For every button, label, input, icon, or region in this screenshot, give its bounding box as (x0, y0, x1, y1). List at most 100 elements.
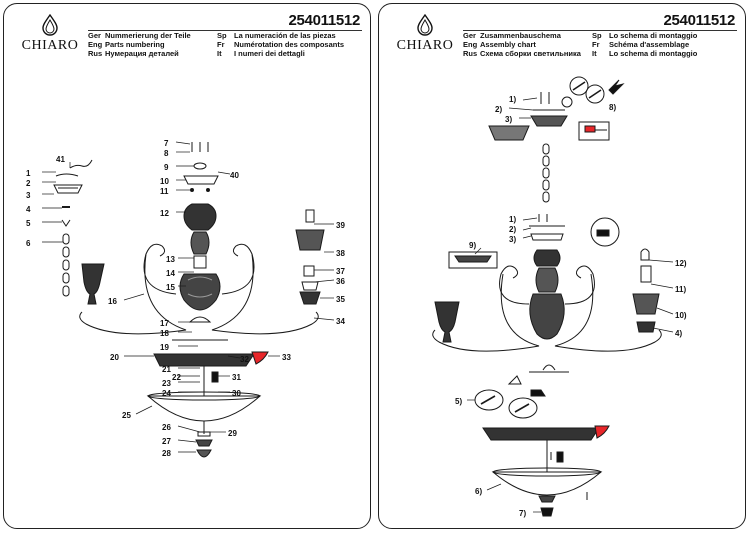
part-label: 4 (26, 205, 31, 214)
part-label: 34 (336, 317, 345, 326)
header-rule (463, 30, 737, 31)
mid-fixing (448, 214, 620, 269)
brand-name: CHIARO (21, 38, 79, 53)
brand-name: CHIARO (396, 38, 454, 53)
bottom-parts (146, 316, 269, 458)
part-label: 17 (160, 319, 169, 328)
part-label: 22 (172, 373, 181, 382)
step-label: 3) (509, 235, 516, 244)
part-label: 21 (162, 365, 171, 374)
part-label: 39 (336, 221, 345, 230)
part-label: 33 (282, 353, 291, 362)
part-label: 1 (26, 169, 31, 178)
step-label: 10) (675, 311, 687, 320)
part-label: 26 (162, 423, 171, 432)
left-shade (81, 263, 105, 305)
central-top-parts (183, 142, 219, 192)
ceiling-mount (488, 92, 568, 141)
step-label: 11) (675, 285, 686, 294)
document-number: 254011512 (663, 12, 735, 29)
brand-drop-icon (42, 14, 58, 36)
step-label: 2) (495, 105, 502, 114)
part-label: 41 (56, 155, 65, 164)
central-column (179, 203, 221, 311)
junction-box-detail (578, 121, 610, 141)
part-label: 2 (26, 179, 31, 188)
part-label: 3 (26, 191, 31, 200)
scroll-arms (79, 243, 319, 335)
part-label: 25 (122, 411, 131, 420)
part-label: 23 (162, 379, 171, 388)
step-label: 2) (509, 225, 516, 234)
part-label: 9 (164, 163, 169, 172)
step-label: 4) (675, 329, 682, 338)
part-label: 37 (336, 267, 345, 276)
part-label: 28 (162, 449, 171, 458)
part-label: 12 (160, 209, 169, 218)
part-label: 18 (160, 329, 169, 338)
step-label: 1) (509, 215, 516, 224)
step-label: 5) (455, 397, 462, 406)
part-label: 35 (336, 295, 345, 304)
wiring-detail (561, 76, 625, 141)
header-rule (88, 30, 362, 31)
part-label: 40 (230, 171, 239, 180)
part-label: 36 (336, 277, 345, 286)
part-label: 11 (160, 187, 169, 196)
part-label: 8 (164, 149, 169, 158)
right-lampholder-shade (632, 248, 660, 333)
part-label: 15 (166, 283, 175, 292)
wire-connection-detail (474, 375, 546, 419)
part-labels: 1 2 3 4 5 6 7 8 9 10 11 12 13 14 15 16 1… (26, 139, 345, 458)
right-lampholder-shade (295, 209, 325, 305)
central-column (529, 249, 565, 340)
step-label: 3) (505, 115, 512, 124)
step-label: 1) (509, 95, 516, 104)
part-label: 30 (232, 389, 241, 398)
parts-exploded-drawing: 1 2 3 4 5 6 7 8 9 10 11 12 13 14 15 16 1… (26, 139, 345, 458)
leader-lines (42, 141, 335, 453)
bottom-parts (482, 425, 610, 517)
part-label: 13 (166, 255, 175, 264)
red-wire-connector (594, 425, 610, 439)
step-label: 9) (469, 241, 476, 250)
part-label: 16 (108, 297, 117, 306)
part-label: 20 (110, 353, 119, 362)
part-label: 32 (240, 355, 249, 364)
part-label: 7 (164, 139, 169, 148)
part-label: 10 (160, 177, 169, 186)
part-label: 6 (26, 239, 31, 248)
step-label: 12) (675, 259, 687, 268)
part-label: 19 (160, 343, 169, 352)
step-label: 8) (609, 103, 616, 112)
brand-logo: CHIARO (12, 14, 88, 54)
leader-lines (467, 97, 674, 513)
assembly-drawing: 1) 2) 3) 8) 1) 2) 3) 9) 12) 11) 10) 4) 5… (432, 76, 687, 518)
part-label: 27 (162, 437, 171, 446)
brand-drop-icon (417, 14, 433, 36)
canopy-detail (488, 125, 530, 141)
left-shade (434, 301, 460, 343)
red-wire-connector (251, 351, 269, 365)
part-label: 31 (232, 373, 241, 382)
step-label: 7) (519, 509, 526, 518)
part-label: 38 (336, 249, 345, 258)
part-label: 14 (166, 269, 175, 278)
screw-detail-circle (590, 217, 620, 247)
electric-warning-icon (608, 79, 625, 95)
step-label: 6) (475, 487, 482, 496)
ceiling-hook-assembly (53, 159, 93, 297)
brand-logo: CHIARO (387, 14, 463, 54)
scroll-arms (432, 265, 662, 373)
document-number: 254011512 (288, 12, 360, 29)
step-labels: 1) 2) 3) 8) 1) 2) 3) 9) 12) 11) 10) 4) 5… (455, 95, 687, 518)
part-label: 29 (228, 429, 237, 438)
chain (542, 143, 550, 203)
part-label: 24 (162, 389, 171, 398)
